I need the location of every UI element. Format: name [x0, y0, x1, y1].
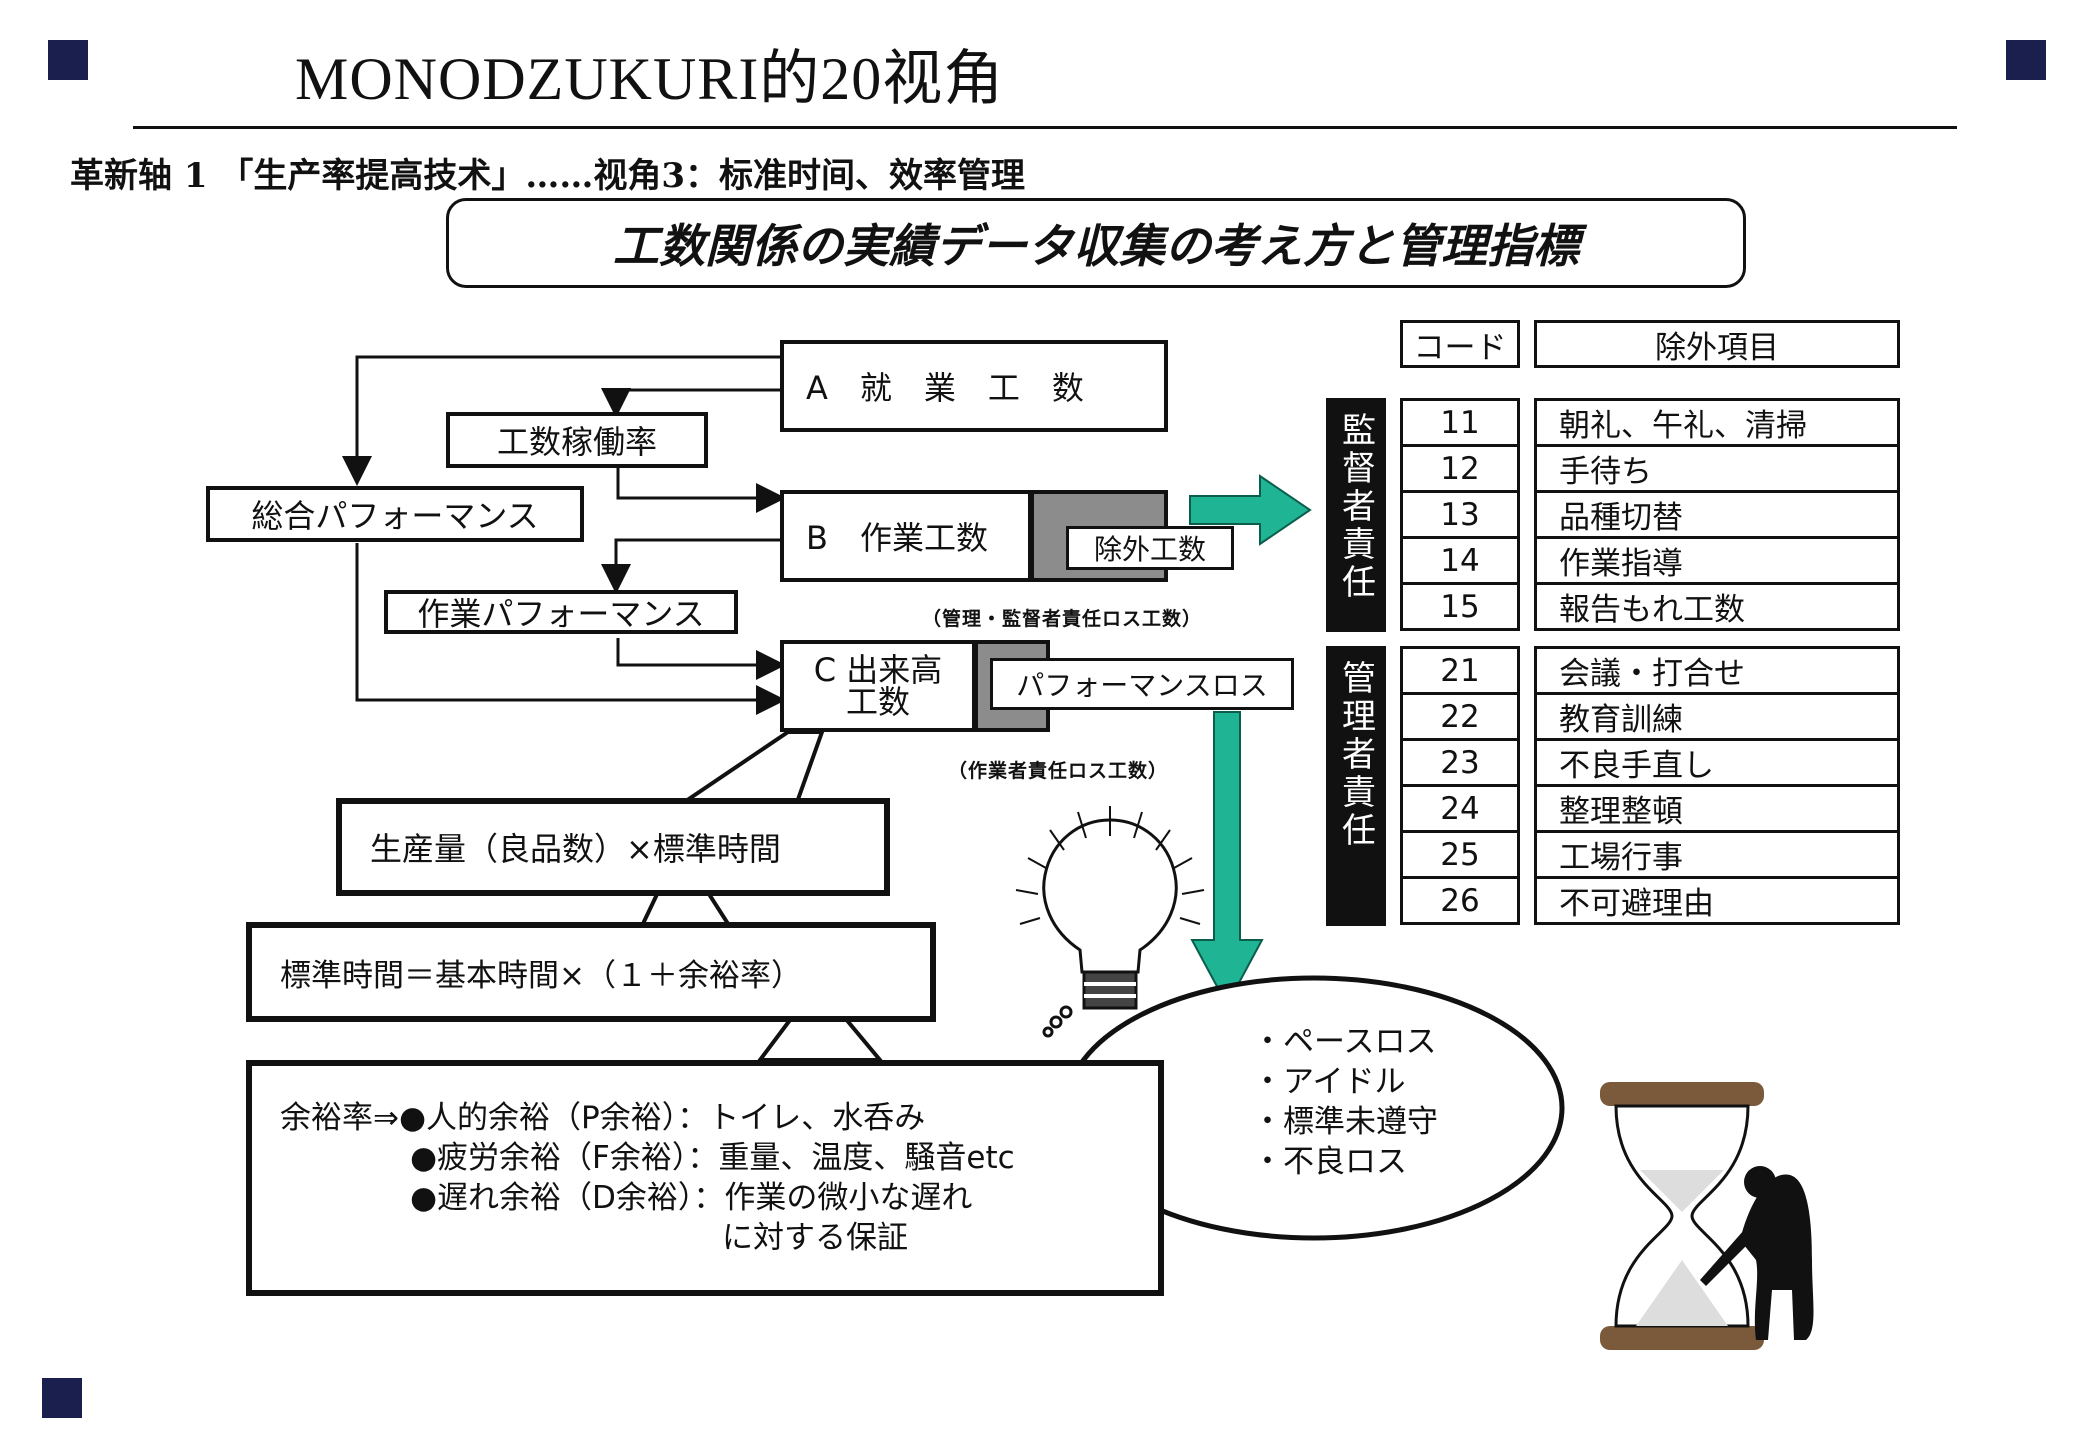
table-code-cell: 11: [1400, 398, 1520, 447]
box-c-label-line1: C 出来高: [813, 651, 943, 689]
allowance-prefix: 余裕率⇒: [280, 1100, 399, 1136]
table-item-cell: 手待ち: [1534, 444, 1900, 493]
table-code-cell: 13: [1400, 490, 1520, 539]
allowance-content: 余裕率⇒●人的余裕（P余裕）：トイレ、水呑み ●疲労余裕（F余裕）：重量、温度、…: [280, 1098, 1015, 1258]
loss-item: ・アイドル: [1252, 1064, 1406, 1100]
callout-c-to-output: [673, 730, 825, 807]
allowance-row-4: に対する保証: [722, 1220, 908, 1256]
table-item-cell: 報告もれ工数: [1534, 582, 1900, 631]
teal-arrow-right: [1189, 474, 1312, 546]
box-c-label-line2: 工数: [845, 683, 910, 721]
table-code-cell: 24: [1400, 784, 1520, 833]
table-code-cell: 21: [1400, 646, 1520, 695]
work-performance-label: 作業パフォーマンス: [417, 595, 705, 633]
corner-square-top-right: [2006, 40, 2046, 80]
supervisor-responsibility-text: 監督者責任: [1335, 412, 1376, 602]
table-item-cell: 朝礼、午礼、清掃: [1534, 398, 1900, 447]
allowance-row-3: ●遅れ余裕（D余裕）：作業の微小な遅れ: [410, 1180, 973, 1216]
connector-a-to-overall: [342, 355, 780, 486]
connector-operating-rate-to-b: [616, 466, 786, 513]
manager-responsibility-label: 管理者責任: [1326, 646, 1386, 926]
excluded-hours-note: （管理・監督者責任ロス工数）: [922, 608, 1203, 630]
work-performance-box: 作業パフォーマンス: [384, 590, 738, 634]
table-item-cell: 会議・打合せ: [1534, 646, 1900, 695]
table-item-cell: 作業指導: [1534, 536, 1900, 585]
table-code-cell: 12: [1400, 444, 1520, 493]
operating-rate-box: 工数稼働率: [446, 412, 708, 468]
performance-loss-label: パフォーマンスロス: [1016, 669, 1268, 702]
box-a-label: A 就 業 工 数: [806, 369, 1084, 407]
table-code-cell: 15: [1400, 582, 1520, 631]
table-code-cell: 22: [1400, 692, 1520, 741]
excluded-hours-box: 除外工数: [1066, 526, 1234, 570]
allowance-box: [246, 1060, 1164, 1296]
connector-b-to-work-performance: [601, 538, 780, 594]
box-a-attendance-hours: A 就 業 工 数: [780, 340, 1168, 432]
teal-arrow-down: [1190, 711, 1264, 1008]
table-item-cell: 不可避理由: [1534, 876, 1900, 925]
loss-item: ・標準未遵守: [1252, 1104, 1438, 1140]
allowance-personal: ●人的余裕（P余裕）：トイレ、水呑み: [398, 1100, 926, 1136]
table-code-cell: 26: [1400, 876, 1520, 925]
table-item-cell: 教育訓練: [1534, 692, 1900, 741]
overall-performance-box: 総合パフォーマンス: [206, 486, 584, 542]
manager-responsibility-text: 管理者責任: [1335, 660, 1376, 850]
overall-performance-label: 総合パフォーマンス: [251, 497, 539, 535]
table-code-cell: 23: [1400, 738, 1520, 787]
subheading: 革新轴 1 「生产率提高技术」……视角3：标准时间、效率管理: [70, 156, 1025, 196]
box-b-label: B 作業工数: [806, 519, 988, 557]
allowance-row-1: 余裕率⇒●人的余裕（P余裕）：トイレ、水呑み: [280, 1098, 1015, 1138]
table-item-cell: 整理整頓: [1534, 784, 1900, 833]
box-b-work-hours: B 作業工数: [780, 490, 1032, 582]
lightbulb-icon: [1015, 806, 1205, 1038]
output-hours-formula-box: 生産量（良品数）×標準時間: [336, 798, 890, 896]
excluded-hours-label: 除外工数: [1093, 533, 1206, 566]
corner-square-top-left: [48, 40, 88, 80]
table-item-cell: 不良手直し: [1534, 738, 1900, 787]
standard-time-formula-box: 標準時間＝基本時間×（１＋余裕率）: [246, 922, 936, 1022]
performance-loss-note: （作業者責任ロス工数）: [948, 760, 1169, 782]
performance-loss-box: パフォーマンスロス: [990, 658, 1294, 710]
table-code-cell: 25: [1400, 830, 1520, 879]
title-rule: [133, 126, 1957, 129]
box-c-output-hours: C 出来高 工数: [780, 640, 976, 732]
connector-a-to-operating-rate: [601, 388, 780, 418]
table-header-item: 除外項目: [1534, 320, 1900, 368]
loss-item: ・ペースロス: [1252, 1024, 1437, 1060]
diagram-banner: 工数関係の実績データ収集の考え方と管理指標: [446, 198, 1746, 288]
table-item-cell: 品種切替: [1534, 490, 1900, 539]
connector-overall-to-c: [355, 543, 786, 715]
slide-title: MONODZUKURI的20视角: [295, 46, 1005, 112]
loss-items-list: ・ペースロス ・アイドル ・標準未遵守 ・不良ロス: [1252, 1022, 1438, 1182]
table-code-cell: 14: [1400, 536, 1520, 585]
supervisor-responsibility-label: 監督者責任: [1326, 398, 1386, 632]
operating-rate-label: 工数稼働率: [496, 423, 657, 461]
table-item-cell: 工場行事: [1534, 830, 1900, 879]
hourglass-figure-icon: [1600, 1082, 1814, 1350]
connector-work-performance-to-c: [616, 638, 786, 680]
corner-square-bottom-left: [42, 1378, 82, 1418]
output-hours-formula: 生産量（良品数）×標準時間: [370, 830, 781, 868]
table-header-code: コード: [1400, 320, 1520, 368]
allowance-row-2: ●疲労余裕（F余裕）：重量、温度、騒音etc: [410, 1140, 1015, 1176]
standard-time-formula: 標準時間＝基本時間×（１＋余裕率）: [280, 957, 802, 994]
loss-item: ・不良ロス: [1252, 1144, 1407, 1180]
